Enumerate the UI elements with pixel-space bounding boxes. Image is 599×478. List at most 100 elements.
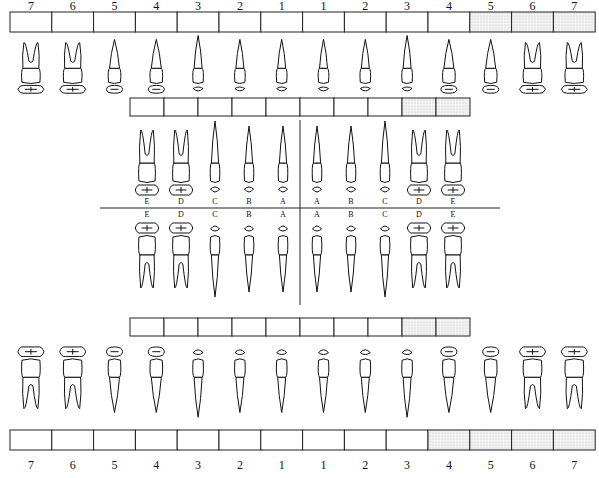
root <box>446 255 461 288</box>
tooth-number: 1 <box>321 459 327 471</box>
tooth-number: 7 <box>571 459 577 471</box>
chart-cell <box>436 98 470 116</box>
tooth-letter: C <box>382 211 387 219</box>
chart-cell <box>386 430 428 450</box>
root <box>140 130 155 163</box>
tooth-number: 3 <box>404 0 410 12</box>
crown <box>565 359 584 378</box>
occlusal-groove <box>152 351 160 352</box>
root <box>279 255 286 292</box>
tooth <box>18 347 44 409</box>
tooth <box>483 347 499 413</box>
occlusal-groove <box>568 87 580 92</box>
occlusal-view <box>107 85 123 93</box>
root <box>211 255 218 297</box>
chart-cell <box>303 430 345 450</box>
tooth <box>169 130 192 195</box>
occlusal-view <box>169 223 192 233</box>
chart-cell <box>266 318 300 336</box>
tooth-number: 1 <box>279 0 285 12</box>
chart-cell <box>130 98 164 116</box>
tooth-letter: D <box>178 211 184 219</box>
tooth <box>402 350 413 417</box>
crown <box>193 359 204 378</box>
crown <box>139 236 156 256</box>
root <box>313 255 320 292</box>
chart-cell <box>164 98 198 116</box>
tooth <box>148 347 164 413</box>
tooth-letter: B <box>348 198 353 206</box>
tooth <box>360 350 371 413</box>
root <box>110 39 120 68</box>
tooth <box>135 130 158 195</box>
tooth <box>60 42 86 93</box>
crown <box>402 68 413 83</box>
tooth <box>276 39 287 90</box>
root <box>140 255 155 288</box>
crown <box>276 68 287 83</box>
crown <box>380 163 390 183</box>
root <box>444 39 454 68</box>
crown <box>346 163 356 183</box>
root <box>174 130 189 163</box>
occlusal-view <box>520 347 546 357</box>
root <box>320 39 328 68</box>
crown <box>235 68 246 83</box>
root <box>151 377 161 412</box>
chart-cell <box>177 430 219 450</box>
crown <box>244 236 254 256</box>
occlusal-view <box>381 226 390 231</box>
crown <box>565 68 584 83</box>
root <box>23 42 40 68</box>
occlusal-view <box>483 347 499 357</box>
tooth-letter: E <box>145 198 150 206</box>
root <box>151 39 161 68</box>
chart-cell <box>164 318 198 336</box>
root <box>486 377 496 412</box>
occlusal-groove <box>25 87 37 92</box>
tooth <box>441 223 464 288</box>
chart-cell <box>512 430 554 450</box>
occlusal-view <box>245 226 254 231</box>
occlusal-view <box>277 350 287 355</box>
tooth-number: 2 <box>362 459 368 471</box>
occlusal-view <box>520 85 546 93</box>
occlusal-view <box>360 350 370 355</box>
occlusal-view <box>313 187 322 192</box>
tooth-number: 5 <box>112 459 118 471</box>
tooth <box>107 347 123 413</box>
chart-cell <box>94 430 136 450</box>
tooth-letter: E <box>451 211 456 219</box>
root <box>446 130 461 163</box>
occlusal-view <box>360 87 370 91</box>
root <box>412 255 427 288</box>
occlusal-view <box>319 350 329 355</box>
crown <box>484 359 497 378</box>
chart-cell <box>386 12 428 32</box>
occlusal-groove <box>445 89 453 90</box>
crown <box>108 68 121 83</box>
occlusal-groove <box>445 351 453 352</box>
tooth-letter: B <box>348 211 353 219</box>
crown <box>193 68 204 83</box>
occlusal-view <box>347 187 356 192</box>
occlusal-view <box>441 185 464 195</box>
chart-cell <box>436 318 470 336</box>
occlusal-view <box>107 347 123 357</box>
chart-cell <box>52 430 94 450</box>
occlusal-view <box>441 85 457 93</box>
crown <box>312 163 322 183</box>
tooth <box>312 126 322 192</box>
tooth-number: 2 <box>237 459 243 471</box>
root <box>361 377 369 412</box>
tooth <box>346 126 356 192</box>
crown <box>278 163 288 183</box>
crown <box>108 359 121 378</box>
crown <box>22 359 41 378</box>
occlusal-view <box>347 226 356 231</box>
root <box>347 126 354 163</box>
root <box>412 130 427 163</box>
occlusal-view <box>402 350 412 355</box>
tooth-letter: E <box>145 211 150 219</box>
